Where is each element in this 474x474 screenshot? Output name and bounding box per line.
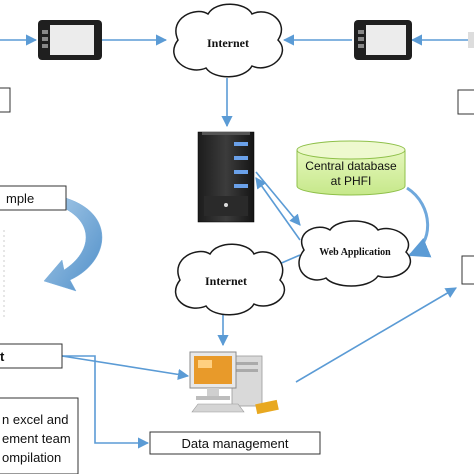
arrow-left-to-computer	[61, 355, 190, 380]
desktop-computer-icon	[189, 351, 279, 415]
right-edge-fragment	[468, 32, 474, 48]
internet-cloud-top: Internet	[173, 3, 284, 78]
curved-arrow-right	[406, 186, 432, 258]
internet-top-label: Internet	[207, 36, 249, 50]
left-note-box: n excel and ement team ompilation	[0, 397, 79, 474]
tablet-device-left	[38, 20, 102, 60]
arrow-computer-to-right	[295, 287, 457, 383]
tablet-device-right	[354, 20, 412, 60]
central-database-label-line1: Central database	[305, 159, 397, 173]
left-lower-box: t	[0, 343, 63, 369]
data-management-label: Data management	[182, 436, 289, 451]
left-note-line2: ement team	[2, 431, 71, 446]
data-management-box: Data management	[149, 431, 321, 455]
connector-lines	[0, 34, 474, 449]
arrow-web-app-to-server	[255, 177, 301, 241]
server-icon	[197, 131, 255, 223]
left-note-line3: ompilation	[2, 450, 61, 465]
right-mid-box	[461, 255, 474, 285]
arrow-server-to-web-app	[255, 171, 301, 226]
arrow-left-to-data-management	[62, 355, 150, 449]
left-note-line1: n excel and	[2, 412, 69, 427]
left-mid-box-label: mple	[6, 191, 34, 206]
internet-cloud-middle: Internet	[174, 243, 286, 316]
internet-mid-label: Internet	[205, 274, 247, 288]
curved-arrow-left	[43, 196, 103, 292]
web-application-label: Web Application	[319, 247, 391, 258]
left-top-box	[0, 87, 11, 113]
central-database-cylinder: Central database at PHFI	[296, 140, 406, 196]
right-top-box	[457, 89, 474, 115]
left-mid-box: mple	[0, 185, 67, 211]
left-lower-box-label: t	[0, 349, 5, 364]
web-application-cloud: Web Application	[298, 220, 412, 287]
central-database-label-line2: at PHFI	[331, 174, 372, 188]
